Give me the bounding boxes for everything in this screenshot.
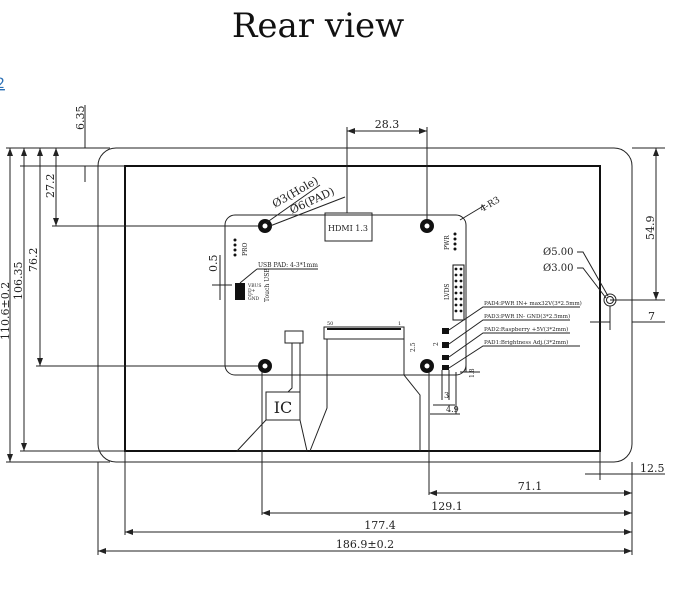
dim-right-margin: 12.5	[640, 462, 665, 475]
dim-top-offset: 6.35	[74, 106, 87, 131]
power-pads	[442, 328, 449, 370]
dim-pad-small: 2	[433, 342, 440, 346]
touch-usb-label: Touch USB	[264, 268, 271, 302]
pad2-label: PAD2:Raspberry +5V(3*2mm)	[484, 326, 568, 333]
dim-active-width: 177.4	[364, 519, 396, 532]
lvds-header	[452, 264, 465, 321]
dim-top-hole-spacing: 28.3	[375, 118, 400, 131]
pwr-label: PWR	[444, 235, 451, 250]
dim-pad-width: 3	[444, 391, 449, 400]
fpc-pin-1: 1	[398, 321, 401, 327]
dim-pad-pitch: 1.8	[469, 368, 476, 378]
hdmi-label: HDMI 1.3	[328, 224, 368, 233]
driver-board	[224, 214, 467, 376]
corner-radius-label: 4-R3	[479, 195, 503, 214]
usb-pin-vbus: VBUS	[247, 283, 261, 289]
mount-inner-label: Ø3.00	[543, 263, 573, 274]
usb-pin-dm: D-	[248, 292, 254, 298]
dim-lower-hole-from-top: 76.2	[27, 248, 40, 273]
touch-connector	[284, 330, 304, 344]
ic-label: IC	[274, 398, 293, 417]
page-title: Rear view	[232, 6, 404, 46]
dim-active-height: 106.35	[12, 262, 25, 301]
usb-pin-gnd: GND	[248, 296, 260, 302]
fpc-pin-50: 50	[327, 321, 333, 327]
pro-label: PRO	[242, 242, 249, 256]
pad4-label: PAD4:PWR IN+ max32V(3*2.5mm)	[484, 300, 582, 307]
dim-right-hole-from-edge: 7	[648, 310, 655, 323]
link-fragment[interactable]: 2	[0, 76, 5, 92]
dim-left-hole-to-edge: 129.1	[431, 500, 463, 513]
lvds-label: LVDS	[444, 283, 451, 300]
usb-pad-label: USB PAD: 4-3*1mm	[258, 262, 318, 269]
usb-pin-dp: D+	[248, 288, 256, 294]
dim-right-hole-from-top: 54.9	[644, 216, 657, 241]
dim-overall-height: 110.6±0.2	[0, 282, 12, 340]
pro-header	[233, 238, 237, 257]
active-area	[124, 165, 601, 452]
dim-board-gap: 0.5	[207, 255, 220, 273]
pwr-header	[453, 232, 457, 251]
mounting-holes	[258, 219, 434, 373]
ic-chip	[265, 391, 301, 421]
dim-pad-offset: 4.9	[446, 405, 459, 414]
lcd-fpc-connector	[323, 326, 405, 340]
pad1-label: PAD1:Brightness Adj.(3*2mm)	[484, 339, 568, 346]
pad3-label: PAD3:PWR IN- GND(3*2.5mm)	[484, 313, 570, 320]
panel-outline	[97, 147, 633, 463]
dim-hole-from-top: 27.2	[44, 174, 57, 199]
mount-outer-label: Ø5.00	[543, 247, 573, 258]
dim-overall-width: 186.9±0.2	[336, 538, 394, 551]
dim-pad-height: 2.5	[410, 342, 417, 352]
usb-pads	[235, 283, 245, 300]
hdmi-connector	[324, 212, 373, 242]
dim-right-hole-to-edge: 71.1	[518, 480, 543, 493]
